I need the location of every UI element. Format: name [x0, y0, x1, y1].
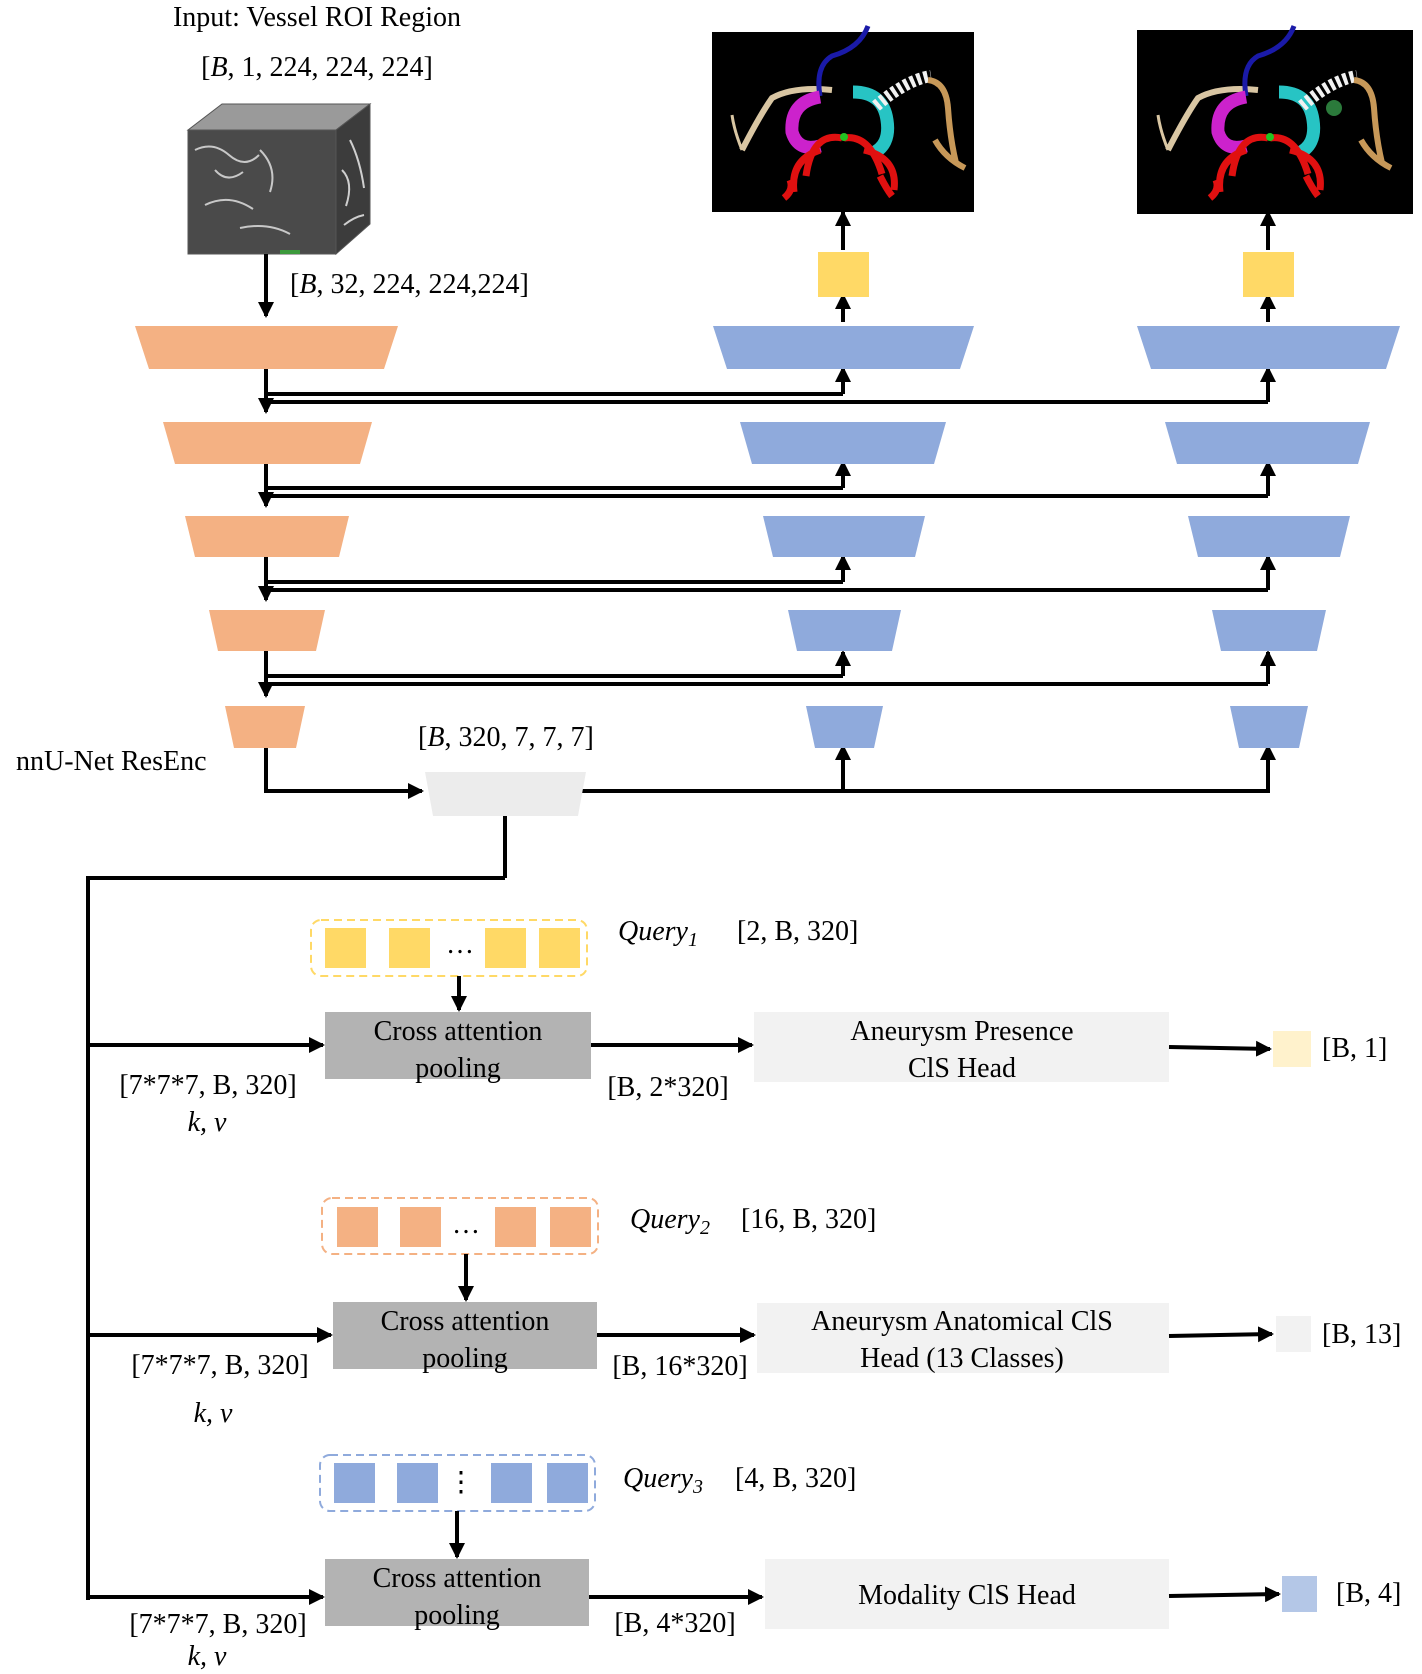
- input-volume-cube: [186, 102, 372, 256]
- encoder-block-2: [163, 422, 372, 464]
- kv-shape-3: [7*7*7, B, 320]: [129, 1609, 306, 1640]
- anatomical-head-line2: Head (13 Classes): [860, 1343, 1064, 1374]
- query1-token-2: [389, 928, 430, 968]
- query1-token-1: [325, 928, 366, 968]
- query1-shape: [2, B, 320]: [737, 916, 858, 947]
- encoder-block-1: [135, 326, 398, 369]
- query2-group: [321, 1197, 599, 1255]
- decoder-1-block-3: [763, 516, 925, 557]
- pooled-shape-2: [B, 16*320]: [612, 1351, 747, 1382]
- encoder-block-3: [185, 516, 349, 557]
- attention-pooling-1-line2: pooling: [415, 1053, 501, 1084]
- attention-pooling-1: [325, 1012, 591, 1079]
- pooled-shape-1: [B, 2*320]: [607, 1072, 728, 1103]
- query1-token-4: [539, 928, 580, 968]
- branch-presence: … Query1 [2, B, 320] Cross attention poo…: [88, 916, 1387, 1138]
- attention-pooling-1-line1: Cross attention: [374, 1016, 543, 1047]
- query3-token-3: [491, 1463, 532, 1503]
- query3-token-4: [547, 1463, 588, 1503]
- vessel-render-2: [1137, 25, 1413, 214]
- decoder-2-block-3: [1188, 516, 1350, 557]
- modality-output: [1282, 1576, 1317, 1612]
- anatomical-output: [1276, 1316, 1311, 1352]
- query2-shape: [16, B, 320]: [741, 1204, 876, 1235]
- query2-dots: …: [452, 1209, 480, 1240]
- modality-output-shape: [B, 4]: [1336, 1578, 1401, 1609]
- presence-head-line2: ClS Head: [908, 1053, 1016, 1084]
- input-shape: [B, 1, 224, 224, 224]: [201, 52, 433, 83]
- query1-label: Query1: [618, 916, 698, 951]
- modality-cls-head: [765, 1559, 1169, 1629]
- kv-label-3: k, v: [188, 1641, 227, 1672]
- attention-pooling-3-line1: Cross attention: [373, 1563, 542, 1594]
- kv-label-2: k, v: [194, 1398, 233, 1429]
- query2-token-2: [400, 1207, 441, 1247]
- query3-shape: [4, B, 320]: [735, 1463, 856, 1494]
- decoder-2-block-2: [1165, 422, 1370, 464]
- decoder-2-block-1: [1137, 326, 1400, 369]
- attention-pooling-2: [333, 1302, 597, 1369]
- attention-pooling-3-line2: pooling: [414, 1600, 500, 1631]
- kv-label-1: k, v: [188, 1107, 227, 1138]
- query1-token-3: [485, 928, 526, 968]
- kv-shape-1: [7*7*7, B, 320]: [119, 1070, 296, 1101]
- decoder-2: [1137, 252, 1400, 748]
- decoder-2-block-4: [1212, 610, 1326, 651]
- input-title: Input: Vessel ROI Region: [173, 2, 461, 33]
- decoder-1: [713, 252, 974, 748]
- query2-label: Query2: [630, 1204, 710, 1239]
- kv-shape-2: [7*7*7, B, 320]: [131, 1350, 308, 1381]
- presence-output-shape: [B, 1]: [1322, 1033, 1387, 1064]
- decoder-1-block-1: [713, 326, 974, 369]
- encoder-block-5: [225, 706, 305, 748]
- presence-head-line1: Aneurysm Presence: [850, 1016, 1073, 1047]
- query3-token-2: [397, 1463, 438, 1503]
- vessel-render-1: [712, 25, 974, 212]
- bottleneck-block: [425, 772, 586, 816]
- anatomical-head-line1: Aneurysm Anatomical ClS: [811, 1306, 1113, 1337]
- query3-token-1: [334, 1463, 375, 1503]
- query3-label: Query3: [623, 1463, 703, 1498]
- query1-dots: …: [446, 929, 474, 960]
- presence-output: [1273, 1031, 1311, 1067]
- query1-group: [310, 919, 588, 977]
- bottleneck-shape: [B, 320, 7, 7, 7]: [418, 722, 594, 753]
- decoder-2-block-5: [1230, 706, 1308, 748]
- encoder-name: nnU-Net ResEnc: [16, 746, 207, 777]
- decoder-1-block-2: [740, 422, 946, 464]
- encoder: [135, 326, 398, 748]
- anatomical-output-shape: [B, 13]: [1322, 1319, 1401, 1350]
- query3-dots: ⋮: [447, 1467, 475, 1498]
- attention-pooling-2-line1: Cross attention: [381, 1306, 550, 1337]
- presence-cls-head: [754, 1012, 1169, 1082]
- anatomical-cls-head: [757, 1303, 1169, 1373]
- query2-token-3: [495, 1207, 536, 1247]
- stem-shape: [B, 32, 224, 224,224]: [290, 269, 529, 300]
- encoder-block-4: [209, 610, 325, 651]
- decoder-1-block-5: [806, 706, 883, 748]
- query2-token-1: [337, 1207, 378, 1247]
- pooled-shape-3: [B, 4*320]: [614, 1608, 735, 1639]
- modality-head-line1: Modality ClS Head: [858, 1580, 1076, 1611]
- query2-token-4: [550, 1207, 591, 1247]
- skip-connections: [86, 210, 1276, 1600]
- branch-modality: ⋮ Query3 [4, B, 320] Cross attention poo…: [86, 1454, 1401, 1672]
- decoder-1-block-4: [788, 610, 901, 651]
- attention-pooling-2-line2: pooling: [422, 1343, 508, 1374]
- decoder-2-output-head: [1243, 252, 1294, 297]
- decoder-1-output-head: [818, 252, 869, 297]
- branch-anatomical: … Query2 [16, B, 320] Cross attention po…: [88, 1197, 1401, 1429]
- attention-pooling-3: [325, 1559, 589, 1626]
